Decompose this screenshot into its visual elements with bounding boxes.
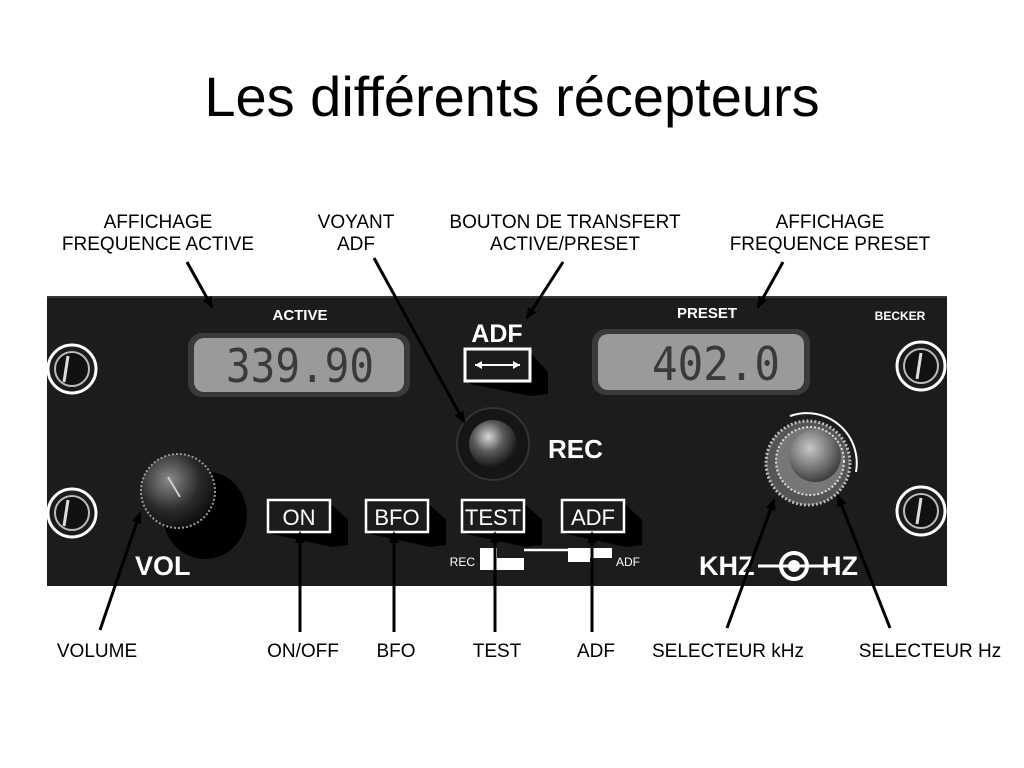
active-display xyxy=(194,338,404,392)
active-label: ACTIVE xyxy=(272,307,327,324)
callout-transfert-line1: BOUTON DE TRANSFERT xyxy=(449,212,681,233)
rec-adf-switch-diagram: REC ADF xyxy=(450,548,640,570)
transfer-button[interactable] xyxy=(463,347,548,396)
slide-title: Les différents récepteurs xyxy=(204,65,820,128)
label-selector-khz: SELECTEUR kHz xyxy=(651,641,805,662)
preset-display xyxy=(598,334,804,390)
label-adf: ADF xyxy=(577,641,615,662)
arrow-volume xyxy=(98,511,142,631)
callout-voyant-line2: ADF xyxy=(337,234,375,255)
rec-label: REC xyxy=(548,434,603,464)
callout-freq-preset: AFFICHAGE FREQUENCE PRESET xyxy=(706,212,954,256)
bfo-button-label: BFO xyxy=(374,505,419,530)
label-test: TEST xyxy=(472,641,522,662)
arrow-selector-khz xyxy=(725,498,776,629)
label-bfo: BFO xyxy=(376,641,416,662)
preset-frequency: 402.0 xyxy=(652,337,780,391)
callout-voyant-line1: VOYANT xyxy=(317,212,395,233)
preset-label: PRESET xyxy=(677,305,737,322)
screw-icon xyxy=(895,485,947,537)
label-onoff: ON/OFF xyxy=(267,641,339,662)
rec-indicator-light xyxy=(456,407,530,481)
test-button-label: TEST xyxy=(465,505,521,530)
label-selector-hz: SELECTEUR Hz xyxy=(858,641,1002,662)
vol-label: VOL xyxy=(135,551,191,581)
callout-transfert-line2: ACTIVE/PRESET xyxy=(490,234,640,255)
label-volume: VOLUME xyxy=(56,641,138,662)
brand-label: BECKER xyxy=(875,309,926,323)
active-frequency: 339.90 xyxy=(226,339,374,393)
on-button-label: ON xyxy=(283,505,316,530)
test-button[interactable]: TEST xyxy=(460,498,542,547)
callout-freq-active: AFFICHAGE FREQUENCE ACTIVE xyxy=(40,212,276,256)
callout-freq-preset-line1: AFFICHAGE xyxy=(775,212,885,233)
screw-icon xyxy=(46,343,98,395)
on-button[interactable]: ON xyxy=(266,498,348,547)
arrow-right-icon xyxy=(513,361,520,369)
arrow-freq-preset xyxy=(756,261,785,309)
switch-rec-label: REC xyxy=(450,555,476,569)
screw-icon xyxy=(895,340,947,392)
callout-transfert: BOUTON DE TRANSFERT ACTIVE/PRESET xyxy=(420,212,710,256)
arrow-voyant xyxy=(372,257,466,424)
arrow-left-icon xyxy=(475,361,482,369)
hz-label: HZ xyxy=(822,551,858,581)
concentric-knob-icon xyxy=(758,551,832,581)
volume-knob[interactable] xyxy=(140,453,247,559)
screw-icon xyxy=(46,487,98,539)
adf-button[interactable]: ADF xyxy=(560,498,642,547)
frequency-selector-knob[interactable] xyxy=(764,412,858,507)
arrow-freq-active xyxy=(185,261,214,309)
callout-freq-active-line2: FREQUENCE ACTIVE xyxy=(61,234,255,255)
switch-adf-label: ADF xyxy=(616,555,640,569)
adf-title-label: ADF xyxy=(471,320,522,348)
arrow-transfert xyxy=(525,261,565,320)
arrow-selector-hz xyxy=(836,494,892,629)
callout-voyant: VOYANT ADF xyxy=(296,212,416,256)
callout-freq-preset-line2: FREQUENCE PRESET xyxy=(729,234,931,255)
callout-freq-active-line1: AFFICHAGE xyxy=(103,212,213,233)
adf-button-label: ADF xyxy=(571,505,615,530)
